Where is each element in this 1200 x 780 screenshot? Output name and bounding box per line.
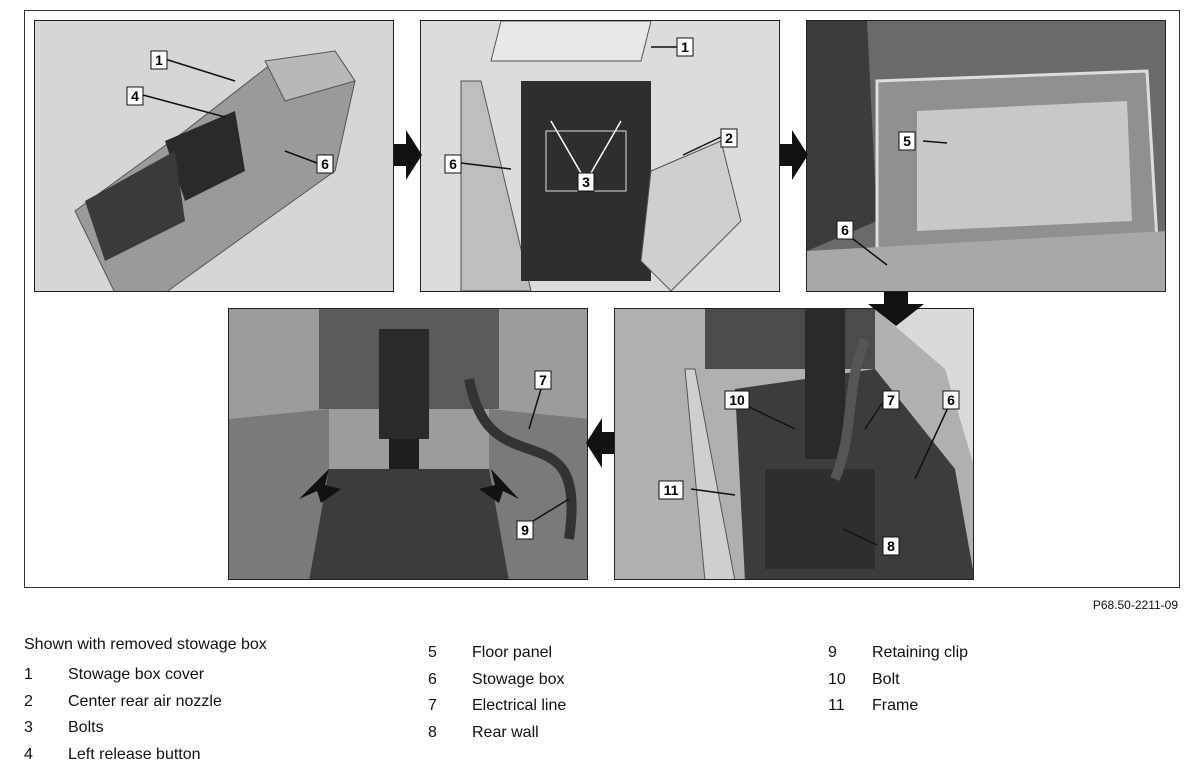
legend-number: 6 (428, 670, 437, 688)
legend-label: Bolt (872, 670, 900, 688)
callout-6: 6 (841, 222, 849, 238)
callout-10: 10 (729, 392, 745, 408)
callout-group-2: 1 6 2 3 (444, 37, 738, 192)
legend-label: Floor panel (472, 644, 553, 661)
callout-7: 7 (539, 372, 547, 388)
figure-reference: P68.50-2211-09 (1092, 598, 1178, 612)
step-arrow-right-icon (394, 130, 422, 180)
callout-group-5: 6 7 10 11 8 (658, 390, 960, 556)
step-arrow-left-icon (586, 418, 614, 468)
callout-group-3: 5 6 (836, 131, 916, 240)
photo-panel-3: 5 6 (806, 20, 1166, 292)
legend-caption: Shown with removed stowage box (24, 636, 267, 653)
callout-5: 5 (903, 133, 911, 149)
callout-11: 11 (664, 482, 679, 498)
callout-9: 9 (521, 522, 529, 538)
legend-label: Stowage box (472, 670, 565, 688)
figure-frame (24, 10, 1180, 588)
callout-6: 6 (449, 156, 457, 172)
callout-2: 2 (725, 130, 733, 146)
legend-label: Stowage box cover (68, 666, 205, 683)
callout-group-1: 1 4 6 (126, 50, 334, 174)
legend-number: 10 (828, 670, 846, 688)
callout-1: 1 (681, 39, 689, 55)
legend-label: Left release button (68, 745, 201, 763)
callout-1: 1 (155, 52, 163, 68)
legend-number: 11 (828, 697, 845, 714)
legend-label: Rear wall (472, 723, 539, 741)
legend-number: 7 (428, 697, 437, 714)
callout-3: 3 (582, 174, 590, 190)
legend-number: 4 (24, 745, 33, 763)
legend-number: 9 (828, 644, 837, 661)
legend-number: 8 (428, 723, 437, 741)
step-arrow-down-icon (868, 292, 924, 326)
callout-6: 6 (321, 156, 329, 172)
callout-6: 6 (947, 392, 955, 408)
callout-8: 8 (887, 538, 895, 554)
legend-label: Center rear air nozzle (68, 692, 222, 710)
step-arrow-right-icon (780, 130, 808, 180)
callout-group-4: 7 9 (516, 370, 552, 540)
legend-label: Bolts (68, 719, 104, 736)
legend-number: 1 (24, 666, 33, 683)
photo-panel-5: 6 7 10 11 8 (614, 308, 974, 580)
legend-number: 5 (428, 644, 437, 661)
legend-label: Electrical line (472, 697, 567, 714)
photo-panel-1: 1 4 6 (34, 20, 394, 292)
photo-panel-2: 1 6 2 3 (420, 20, 780, 292)
legend-number: 2 (24, 692, 33, 710)
callout-7: 7 (887, 392, 895, 408)
callout-4: 4 (131, 88, 139, 104)
legend-number: 3 (24, 719, 33, 736)
legend-label: Retaining clip (872, 644, 969, 661)
photo-panel-4: 7 9 (228, 308, 588, 580)
legend-label: Frame (872, 697, 919, 714)
